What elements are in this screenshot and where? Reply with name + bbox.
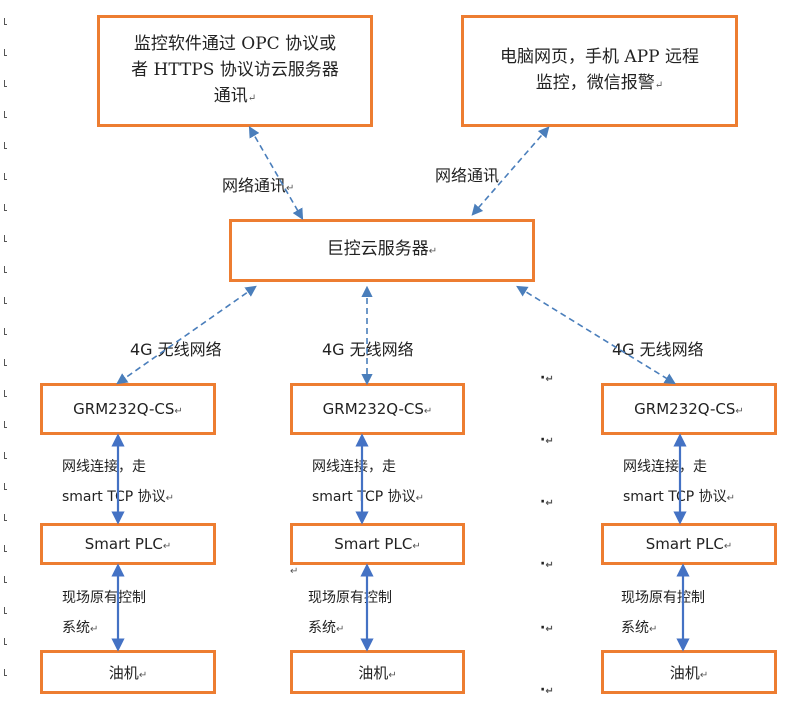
ellipsis-dot: ·↵ bbox=[540, 682, 554, 698]
plc-box-2: Smart PLC↵ bbox=[290, 523, 465, 565]
cloud-server-label: 巨控云服务器 bbox=[326, 239, 429, 259]
gateway-box-2: GRM232Q-CS↵ bbox=[290, 383, 465, 435]
margin-mark bbox=[4, 266, 7, 273]
margin-mark bbox=[4, 80, 7, 87]
gateway-label-3: GRM232Q-CS bbox=[634, 400, 736, 418]
margin-mark bbox=[4, 545, 7, 552]
cable-line1-1: 网线连接，走 bbox=[62, 459, 146, 475]
cloud-server-box: 巨控云服务器↵ bbox=[229, 219, 535, 282]
margin-mark bbox=[4, 638, 7, 645]
plc-label-3: Smart PLC bbox=[645, 535, 724, 553]
margin-mark bbox=[4, 607, 7, 614]
margin-mark bbox=[4, 297, 7, 304]
top-left-box-line1: 监控软件通过 OPC 协议或 bbox=[133, 33, 337, 54]
paragraph-mark: ↵ bbox=[290, 566, 299, 577]
dashed-arrow-left bbox=[116, 285, 257, 385]
margin-mark bbox=[4, 421, 7, 428]
top-left-box: 监控软件通过 OPC 协议或 者 HTTPS 协议访云服务器 通讯↵ bbox=[97, 15, 373, 127]
margin-mark bbox=[4, 142, 7, 149]
plc-label-2: Smart PLC bbox=[334, 535, 413, 553]
margin-mark bbox=[4, 328, 7, 335]
top-left-box-line3: 通讯↵ bbox=[213, 85, 257, 106]
margin-mark bbox=[4, 111, 7, 118]
top-right-box-line2: 监控，微信报警↵ bbox=[535, 72, 664, 93]
margin-mark bbox=[4, 18, 7, 25]
margin-mark bbox=[4, 576, 7, 583]
gateway-label-2: GRM232Q-CS bbox=[322, 400, 424, 418]
plc-box-1: Smart PLC↵ bbox=[40, 523, 216, 565]
ellipsis-dot: ·↵ bbox=[540, 432, 554, 448]
margin-mark bbox=[4, 204, 7, 211]
dashed-arrow-right bbox=[516, 285, 676, 385]
ellipsis-dot: ·↵ bbox=[540, 620, 554, 636]
engine-box-1: 油机↵ bbox=[40, 650, 216, 694]
gateway-label-1: GRM232Q-CS bbox=[73, 400, 175, 418]
gateway-box-3: GRM232Q-CS↵ bbox=[601, 383, 777, 435]
margin-mark bbox=[4, 359, 7, 366]
ellipsis-dot: ·↵ bbox=[540, 494, 554, 510]
engine-label-2: 油机 bbox=[358, 663, 389, 682]
cable-line1-2: 网线连接，走 bbox=[312, 459, 396, 475]
dashed-arrow-top-right bbox=[471, 126, 550, 216]
engine-box-2: 油机↵ bbox=[290, 650, 465, 694]
dashed-arrow-top-left bbox=[248, 126, 304, 220]
control-line2-2: 系统↵ bbox=[308, 620, 345, 636]
control-label-1: 现场原有控制 系统↵ bbox=[62, 583, 146, 645]
ellipsis-dot: ·↵ bbox=[540, 556, 554, 572]
margin-mark bbox=[4, 235, 7, 242]
top-right-box-line1: 电脑网页，手机 APP 远程 bbox=[500, 46, 699, 67]
margin-mark bbox=[4, 669, 7, 676]
control-line2-3: 系统↵ bbox=[621, 620, 658, 636]
control-line2-1: 系统↵ bbox=[62, 620, 99, 636]
top-left-box-line2: 者 HTTPS 协议访云服务器 bbox=[131, 59, 339, 80]
gateway-box-1: GRM232Q-CS↵ bbox=[40, 383, 216, 435]
margin-mark bbox=[4, 514, 7, 521]
margin-mark bbox=[4, 49, 7, 56]
plc-label-1: Smart PLC bbox=[84, 535, 163, 553]
top-right-box: 电脑网页，手机 APP 远程 监控，微信报警↵ bbox=[461, 15, 738, 127]
control-line1-1: 现场原有控制 bbox=[62, 590, 146, 606]
engine-label-1: 油机 bbox=[108, 663, 139, 682]
engine-label-3: 油机 bbox=[669, 663, 700, 682]
margin-mark bbox=[4, 452, 7, 459]
margin-mark bbox=[4, 390, 7, 397]
margin-mark bbox=[4, 173, 7, 180]
margin-mark bbox=[4, 483, 7, 490]
